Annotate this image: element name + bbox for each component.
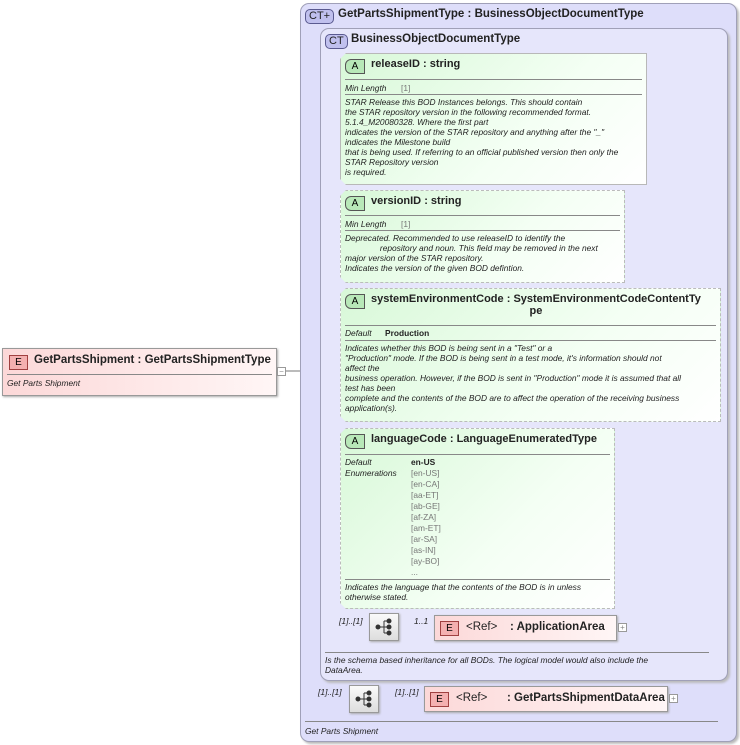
child-multiplicity: 1..1: [414, 616, 429, 626]
attribute-title: versionID : string: [371, 195, 462, 207]
root-element-doc: Get Parts Shipment: [7, 378, 81, 388]
enumerations-label: Enumerations: [345, 468, 397, 478]
sequence-multiplicity: [1]..[1]: [339, 616, 363, 626]
facet-label: Default: [345, 328, 372, 338]
attribute-versionID[interactable]: A versionID : string Min Length [1] Depr…: [340, 190, 625, 283]
facet-label: Min Length: [345, 219, 387, 229]
facet-value: en-US: [411, 457, 436, 467]
complex-type-badge: CT+: [305, 9, 335, 24]
attribute-doc: Indicates the language that the contents…: [345, 582, 582, 602]
attribute-systemEnvironmentCode[interactable]: A systemEnvironmentCode : SystemEnvironm…: [340, 288, 721, 422]
attribute-doc: Indicates whether this BOD is being sent…: [345, 343, 681, 413]
collapse-toggle[interactable]: −: [277, 367, 286, 376]
ref-label: <Ref>: [466, 621, 498, 633]
divider: [305, 721, 718, 722]
divider: [345, 454, 610, 455]
element-badge: E: [430, 692, 449, 707]
expand-toggle[interactable]: +: [618, 623, 627, 632]
divider: [345, 340, 716, 341]
sequence-icon-glyph: [375, 618, 392, 636]
attribute-doc: STAR Release this BOD Instances belongs.…: [345, 97, 619, 177]
root-element-box[interactable]: E GetPartsShipment : GetPartsShipmentTyp…: [2, 348, 277, 396]
attribute-title: languageCode : LanguageEnumeratedType: [371, 433, 597, 445]
facet-value: [1]: [401, 83, 411, 93]
attribute-languageCode[interactable]: A languageCode : LanguageEnumeratedType …: [340, 428, 615, 609]
outer-type-title: GetPartsShipmentType : BusinessObjectDoc…: [338, 8, 644, 20]
divider: [345, 94, 642, 95]
divider: [345, 325, 716, 326]
divider: [325, 652, 709, 653]
attribute-badge: A: [345, 59, 365, 74]
element-GetPartsShipmentDataArea[interactable]: E <Ref> : GetPartsShipmentDataArea: [424, 686, 668, 712]
enumerations-list: [en-US] [en-CA] [aa-ET] [ab-GE] [af-ZA] …: [411, 468, 441, 577]
outer-type-doc: Get Parts Shipment: [305, 726, 379, 736]
attribute-title: systemEnvironmentCode : SystemEnvironmen…: [371, 293, 701, 317]
element-name: : GetPartsShipmentDataArea: [507, 692, 665, 704]
sequence-icon-glyph: [355, 690, 372, 708]
facet-label: Min Length: [345, 83, 387, 93]
divider: [7, 374, 272, 375]
facet-value: Production: [385, 328, 430, 338]
child-multiplicity: [1]..[1]: [395, 687, 419, 697]
attribute-badge: A: [345, 294, 365, 309]
attribute-doc: Deprecated. Recommended to use releaseID…: [345, 233, 598, 273]
complex-type-badge: CT: [325, 34, 348, 49]
element-name: : ApplicationArea: [510, 621, 605, 633]
sequence-multiplicity: [1]..[1]: [318, 687, 342, 697]
inner-type-title: BusinessObjectDocumentType: [351, 33, 521, 45]
attribute-title: releaseID : string: [371, 58, 461, 70]
sequence-icon[interactable]: [349, 685, 379, 713]
inner-type-doc: Is the schema based inheritance for all …: [325, 655, 649, 675]
root-element-title: GetPartsShipment : GetPartsShipmentType: [34, 354, 271, 366]
element-badge: E: [9, 355, 28, 370]
expand-toggle[interactable]: +: [669, 694, 678, 703]
facet-label: Default: [345, 457, 372, 467]
divider: [345, 215, 620, 216]
attribute-badge: A: [345, 196, 365, 211]
ref-label: <Ref>: [456, 692, 488, 704]
element-badge: E: [440, 621, 459, 636]
divider: [345, 230, 620, 231]
divider: [345, 579, 610, 580]
sequence-icon[interactable]: [369, 613, 399, 641]
attribute-badge: A: [345, 434, 365, 449]
facet-value: [1]: [401, 219, 411, 229]
attribute-releaseID[interactable]: A releaseID : string Min Length [1] STAR…: [340, 53, 647, 185]
element-ApplicationArea[interactable]: E <Ref> : ApplicationArea: [434, 615, 617, 641]
divider: [345, 79, 642, 80]
